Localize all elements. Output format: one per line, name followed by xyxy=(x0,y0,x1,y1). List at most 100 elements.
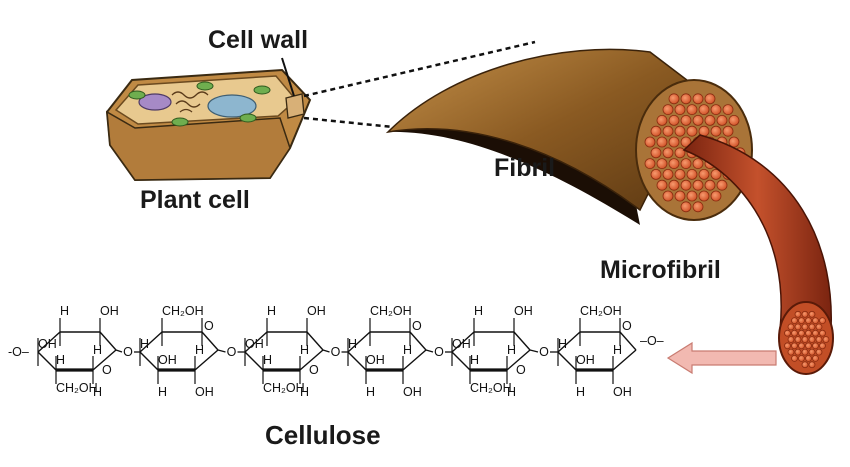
bond xyxy=(115,349,123,353)
chain-left-end: -O– xyxy=(8,345,29,359)
glycosidic-oxygen: O xyxy=(539,345,549,359)
fibril-strand xyxy=(710,190,722,202)
microfibril-strands xyxy=(784,310,830,369)
hydroxyl: OH xyxy=(245,337,264,351)
ch2oh-group: CH₂OH xyxy=(56,381,98,395)
fibril-strand xyxy=(662,125,674,137)
glycosidic-oxygen: O xyxy=(227,345,237,359)
bond xyxy=(409,331,427,351)
fibril-strand xyxy=(722,125,734,137)
ring-oxygen: O xyxy=(309,363,319,377)
microfibril-strand xyxy=(787,323,795,331)
atom-h: H xyxy=(300,343,309,357)
fibril-strand xyxy=(662,147,674,159)
microfibril-strand xyxy=(805,342,812,350)
ch2oh-group: CH₂OH xyxy=(470,381,512,395)
fibril-strand xyxy=(680,93,692,105)
bond xyxy=(557,331,581,353)
chloroplast xyxy=(253,85,271,95)
bond xyxy=(529,349,539,353)
bond xyxy=(306,331,324,351)
microfibril-strand xyxy=(794,323,802,331)
atom-h: H xyxy=(56,353,65,367)
cell-wall-label: Cell wall xyxy=(208,26,309,54)
ch2oh-group: CH₂OH xyxy=(370,304,412,318)
microfibril-strand xyxy=(808,336,816,343)
microfibril-illustration xyxy=(682,134,834,375)
fibril-strand xyxy=(668,93,680,105)
fibril-strand xyxy=(656,179,668,191)
microfibril-strand xyxy=(787,348,795,356)
fibril-strand xyxy=(680,201,692,213)
fibril-strand xyxy=(656,136,668,148)
bond xyxy=(194,349,219,371)
hydroxyl: OH xyxy=(452,337,471,351)
ring-oxygen: O xyxy=(516,363,526,377)
chloroplast xyxy=(196,81,214,91)
ring-oxygen: O xyxy=(622,319,632,333)
fibril-strand xyxy=(662,190,674,202)
bond xyxy=(201,331,219,351)
microfibril-strand xyxy=(794,310,802,318)
ring-oxygen: O xyxy=(204,319,214,333)
bond xyxy=(139,331,163,353)
microfibril-strand xyxy=(791,342,798,350)
bond xyxy=(37,351,57,371)
bond xyxy=(139,351,159,371)
atom-h: H xyxy=(140,337,149,351)
bond xyxy=(451,331,475,353)
fibril-strand xyxy=(644,158,656,170)
microfibril-strand xyxy=(812,329,819,337)
microfibril-strand xyxy=(798,342,805,350)
bond xyxy=(244,331,268,353)
chain-right-end: –O– xyxy=(640,334,664,348)
fibril-strand xyxy=(692,158,704,170)
chloroplast xyxy=(128,90,146,100)
vacuole xyxy=(207,94,257,118)
glycosidic-oxygen: O xyxy=(434,345,444,359)
atom-h: H xyxy=(507,385,516,399)
microfibril-strand xyxy=(791,329,798,337)
cell-wall-pointer xyxy=(281,57,295,97)
atom-h: H xyxy=(366,385,375,399)
bond xyxy=(451,351,471,371)
atom-h: H xyxy=(195,343,204,357)
atom-h: H xyxy=(613,343,622,357)
bond xyxy=(402,349,427,371)
fibril-strand xyxy=(662,168,674,180)
fibril-strand xyxy=(698,168,710,180)
fibril-body xyxy=(385,48,701,212)
hydroxyl: OH xyxy=(366,353,385,367)
fibril-strand xyxy=(674,168,686,180)
microfibril-strand xyxy=(798,317,805,325)
hydroxyl: OH xyxy=(100,304,119,318)
microfibril-strand xyxy=(787,336,795,343)
bond xyxy=(299,349,324,371)
microfibril-strand xyxy=(801,361,809,369)
microfibril-strand xyxy=(805,354,812,362)
microfibril-strand xyxy=(819,342,826,350)
fibril-strand xyxy=(704,179,716,191)
bond xyxy=(513,331,531,351)
fibril-strand xyxy=(674,147,686,159)
microfibril-strand xyxy=(808,323,816,331)
atom-h: H xyxy=(93,385,102,399)
fibril-strand xyxy=(710,104,722,115)
microfibril-strand xyxy=(794,348,802,356)
microfibril-strand xyxy=(798,354,805,362)
cellulose-arrow xyxy=(666,341,777,375)
hydroxyl: OH xyxy=(576,353,595,367)
atom-h: H xyxy=(403,343,412,357)
cell-wall-section xyxy=(285,93,305,119)
ring-oxygen: O xyxy=(102,363,112,377)
fibril-strand xyxy=(716,179,728,191)
atom-h: H xyxy=(300,385,309,399)
chloroplast xyxy=(171,117,189,127)
hydroxyl: OH xyxy=(195,385,214,399)
bond xyxy=(506,349,531,371)
microfibril-strand xyxy=(808,348,816,356)
fibril-strand xyxy=(674,190,686,202)
fibril-strand xyxy=(686,125,698,137)
atom-h: H xyxy=(507,343,516,357)
